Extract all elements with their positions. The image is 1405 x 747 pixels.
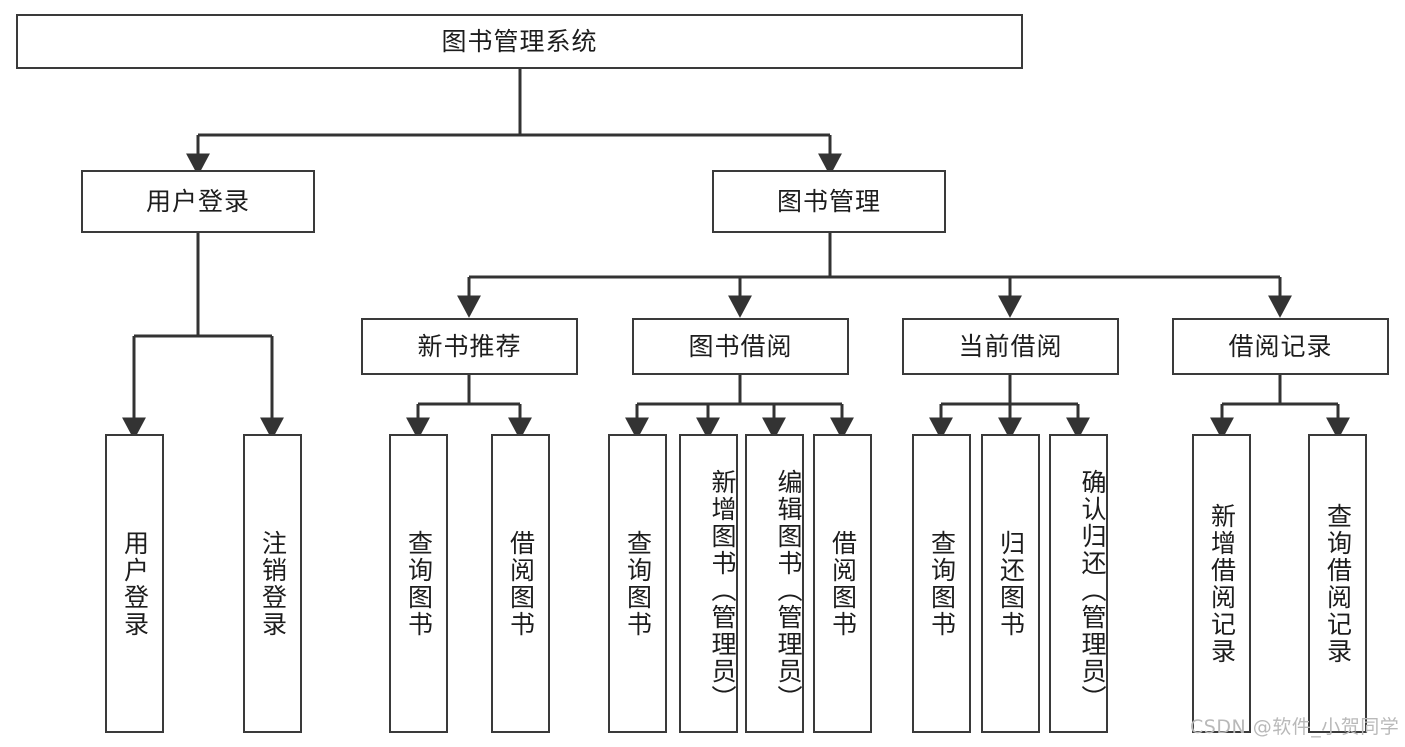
leaf-user-login-login[interactable]: 用户登录 bbox=[105, 434, 164, 733]
node-label: 归还图书 bbox=[996, 529, 1026, 638]
leaf-borrow-add-book-admin[interactable]: 新增图书（管理员） bbox=[679, 434, 738, 733]
node-borrow-record[interactable]: 借阅记录 bbox=[1172, 318, 1389, 375]
node-label: 当前借阅 bbox=[958, 331, 1063, 361]
leaf-current-return-book[interactable]: 归还图书 bbox=[981, 434, 1040, 733]
node-label: 查询图书 bbox=[927, 529, 957, 638]
leaf-new-book-query[interactable]: 查询图书 bbox=[389, 434, 448, 733]
leaf-current-query-book[interactable]: 查询图书 bbox=[912, 434, 971, 733]
node-label: 图书管理 bbox=[776, 186, 881, 216]
node-current-borrow[interactable]: 当前借阅 bbox=[902, 318, 1119, 375]
leaf-record-query-record[interactable]: 查询借阅记录 bbox=[1308, 434, 1367, 733]
leaf-user-login-logout[interactable]: 注销登录 bbox=[243, 434, 302, 733]
node-label: 借阅记录 bbox=[1228, 331, 1333, 361]
leaf-borrow-query-book[interactable]: 查询图书 bbox=[608, 434, 667, 733]
node-label: 用户登录 bbox=[120, 529, 150, 638]
leaf-borrow-borrow-book[interactable]: 借阅图书 bbox=[813, 434, 872, 733]
leaf-borrow-edit-book-admin[interactable]: 编辑图书（管理员） bbox=[745, 434, 804, 733]
node-label: 编辑图书（管理员） bbox=[774, 469, 803, 712]
leaf-record-add-record[interactable]: 新增借阅记录 bbox=[1192, 434, 1251, 733]
watermark-text: CSDN @软件_小贺同学 bbox=[1190, 716, 1400, 738]
node-label: 借阅图书 bbox=[828, 529, 858, 638]
node-label: 新书推荐 bbox=[417, 331, 522, 361]
node-label: 查询图书 bbox=[404, 529, 434, 638]
node-book-management[interactable]: 图书管理 bbox=[712, 170, 946, 233]
leaf-new-book-borrow[interactable]: 借阅图书 bbox=[491, 434, 550, 733]
node-label: 图书管理系统 bbox=[441, 26, 598, 56]
node-label: 确认归还（管理员） bbox=[1078, 469, 1107, 712]
node-label: 借阅图书 bbox=[506, 529, 536, 638]
node-label: 新增图书（管理员） bbox=[708, 469, 737, 712]
node-label: 图书借阅 bbox=[688, 331, 793, 361]
node-root-system[interactable]: 图书管理系统 bbox=[16, 14, 1023, 69]
node-user-login[interactable]: 用户登录 bbox=[81, 170, 315, 233]
node-new-book-recommend[interactable]: 新书推荐 bbox=[361, 318, 578, 375]
node-label: 新增借阅记录 bbox=[1207, 502, 1237, 665]
node-label: 注销登录 bbox=[258, 529, 288, 638]
node-label: 查询图书 bbox=[623, 529, 653, 638]
node-book-borrow[interactable]: 图书借阅 bbox=[632, 318, 849, 375]
node-label: 查询借阅记录 bbox=[1323, 502, 1353, 665]
node-label: 用户登录 bbox=[145, 186, 250, 216]
leaf-current-confirm-return-admin[interactable]: 确认归还（管理员） bbox=[1049, 434, 1108, 733]
